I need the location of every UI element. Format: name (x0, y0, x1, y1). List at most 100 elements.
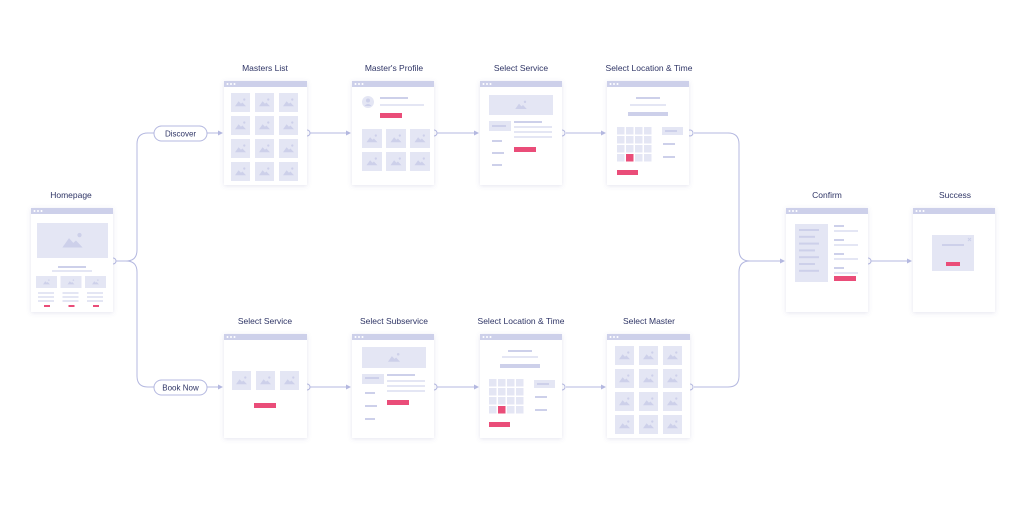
image-placeholder (663, 346, 682, 365)
browser-dot (489, 83, 492, 85)
calendar-day (644, 154, 652, 162)
screen-confirm[interactable] (786, 208, 868, 312)
wire-line (365, 405, 377, 407)
image-icon (627, 420, 630, 423)
wire-line (834, 267, 844, 269)
screen-select-location-top[interactable] (607, 81, 689, 185)
browser-dot (616, 83, 619, 85)
wire-line (799, 235, 815, 238)
wire-line (38, 300, 54, 302)
screen-success[interactable] (913, 208, 995, 312)
image-icon (244, 376, 247, 379)
browser-bar (607, 81, 689, 87)
browser-dot (792, 210, 794, 212)
image-icon (43, 281, 50, 285)
image-icon (259, 101, 270, 107)
location-field (628, 112, 668, 116)
image-icon (523, 100, 527, 104)
browser-dot (486, 83, 488, 85)
image-icon (267, 167, 270, 170)
browser-dot (919, 210, 921, 212)
wire-line (799, 242, 819, 245)
image-icon (243, 144, 246, 147)
screen-select-service-top[interactable] (480, 81, 562, 185)
image-icon (387, 356, 401, 362)
image-icon (515, 103, 527, 109)
wire-line (380, 104, 424, 106)
wire-line (834, 253, 844, 255)
wire-line (663, 143, 675, 145)
wire-line (365, 377, 379, 379)
image-icon (283, 124, 294, 130)
image-placeholder (615, 392, 634, 411)
browser-dot (795, 210, 798, 212)
image-icon (235, 101, 246, 107)
image-icon (651, 374, 654, 377)
avatar (364, 104, 372, 106)
browser-dot (358, 336, 360, 338)
pill-discover[interactable]: Discover (153, 125, 208, 142)
image-icon (619, 377, 630, 383)
image-icon (643, 423, 654, 429)
wire-line (834, 272, 858, 274)
label-homepage: Homepage (50, 190, 92, 200)
calendar-day (617, 154, 625, 162)
wire-line (492, 152, 504, 154)
pill-discover-label: Discover (165, 130, 196, 139)
connectors (116, 132, 911, 388)
image-placeholder (279, 139, 298, 158)
calendar-day (644, 127, 652, 135)
screen-select-location-bottom[interactable] (480, 334, 562, 438)
browser-bar (913, 208, 995, 214)
browser-bar (480, 334, 562, 340)
wire-line (365, 392, 375, 394)
image-icon (422, 134, 425, 137)
browser-dot (354, 83, 357, 85)
image-placeholder (362, 129, 382, 148)
screen-select-subservice[interactable] (352, 334, 434, 438)
calendar-day (507, 397, 515, 405)
browser-dot (482, 336, 485, 338)
calendar-day (626, 145, 634, 153)
image-placeholder (280, 371, 299, 390)
accent-button (489, 422, 510, 427)
wire-line (502, 356, 538, 358)
image-placeholder (663, 415, 682, 434)
wire-line (938, 251, 970, 253)
accent-button (68, 305, 75, 307)
image-icon (627, 351, 630, 354)
image-icon (619, 423, 630, 429)
calendar-day (516, 379, 524, 387)
pill-book-now[interactable]: Book Now (153, 379, 208, 396)
wire-line (38, 296, 54, 298)
screen-select-service-bottom[interactable] (224, 334, 307, 438)
connector-homepage-branch (116, 132, 154, 262)
image-icon (667, 377, 678, 383)
location-field (500, 364, 540, 368)
image-placeholder (279, 93, 298, 112)
image-icon (243, 121, 246, 124)
image-icon (675, 397, 678, 400)
image-icon (422, 157, 425, 160)
image-icon (77, 232, 82, 238)
accent-button (834, 276, 856, 281)
browser-dot (233, 83, 236, 85)
screen-masters-list[interactable] (224, 81, 307, 185)
screen-select-master[interactable] (607, 334, 690, 438)
screen-masters-profile[interactable] (352, 81, 434, 185)
calendar-day (516, 397, 524, 405)
image-placeholder (256, 371, 275, 390)
wire-line (942, 244, 964, 246)
screen-homepage[interactable] (31, 208, 113, 312)
wire-line (387, 380, 425, 382)
label-success: Success (939, 190, 971, 200)
image-icon (291, 121, 294, 124)
calendar-day (626, 136, 634, 144)
pill-book-now-label: Book Now (162, 384, 199, 393)
wire-line (387, 390, 425, 392)
image-icon (267, 98, 270, 101)
accent-button (44, 305, 50, 307)
browser-dot (788, 210, 791, 212)
image-placeholder (362, 347, 426, 368)
